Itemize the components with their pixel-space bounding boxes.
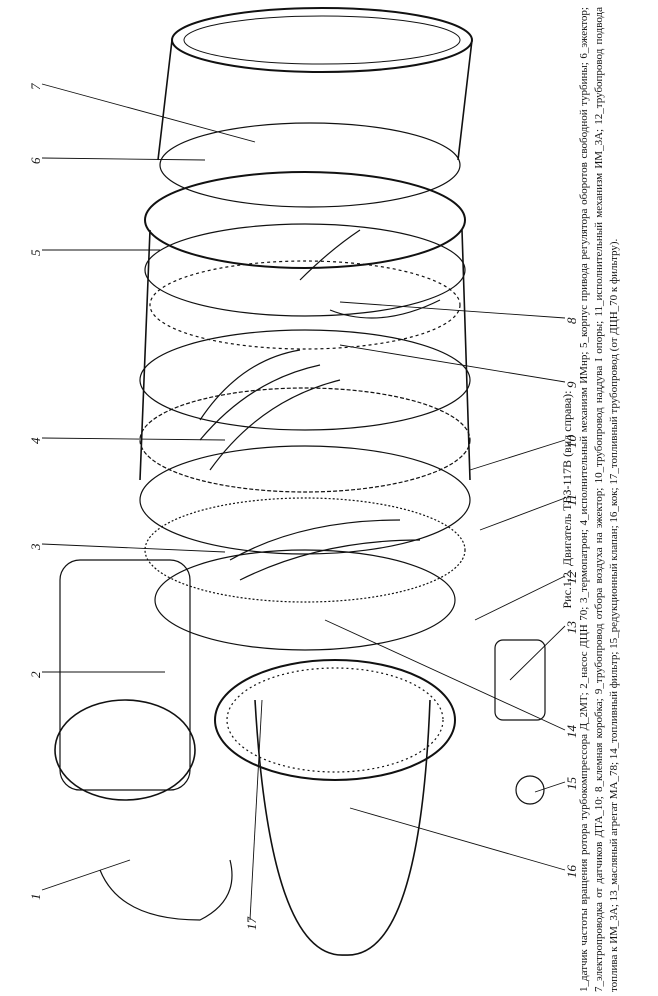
turbine-ring-3	[144, 223, 466, 317]
air-pipes	[299, 229, 441, 319]
figure-caption: Рис.1.2. Двигатель ТВЗ-117В (вид справа)…	[560, 7, 652, 992]
turbine-ring-4	[149, 260, 461, 350]
callout-16: 16	[564, 865, 579, 879]
callout-17: 17	[244, 917, 259, 931]
compressor-ring-1	[139, 445, 471, 555]
leader-6	[41, 157, 206, 161]
gearbox-cover	[54, 699, 196, 801]
leader-16	[349, 807, 566, 871]
callout-11: 11	[564, 494, 579, 506]
combustor-outline	[139, 229, 471, 481]
callout-5: 5	[28, 249, 43, 256]
figure-title: Рис.1.2. Двигатель ТВЗ-117В (вид справа)…	[560, 390, 574, 609]
exhaust-duct	[157, 39, 473, 161]
leader-10	[469, 439, 566, 471]
fuel-pipes	[199, 349, 421, 581]
callout-15: 15	[564, 777, 579, 791]
leader-15	[534, 781, 566, 793]
exhaust-inner-rim	[183, 15, 461, 65]
leader-3	[41, 543, 226, 553]
callout-7: 7	[28, 83, 43, 90]
leader-17	[249, 699, 263, 921]
leader-14	[324, 619, 566, 731]
callout-1: 1	[28, 894, 43, 901]
callout-numbers: 1 2 3 4 5 6 7 8 9 10 11 12 13 14 15 16 1…	[28, 83, 579, 930]
callout-9: 9	[564, 381, 579, 388]
oil-unit-ma78	[494, 639, 546, 721]
callout-2: 2	[28, 671, 43, 678]
callout-14: 14	[564, 725, 579, 739]
callout-4: 4	[28, 437, 43, 444]
compressor-ring-2	[144, 497, 466, 603]
leader-4	[41, 437, 226, 441]
callout-10: 10	[564, 435, 579, 449]
sensor-cable	[99, 859, 233, 921]
leader-9	[339, 344, 566, 383]
callout-12: 12	[564, 571, 579, 585]
engine-illustration	[54, 7, 546, 956]
combustor-ring-2	[139, 387, 471, 493]
callout-13: 13	[564, 621, 579, 635]
compressor-ring-3	[154, 549, 456, 651]
leader-11	[479, 497, 566, 531]
leader-7	[41, 83, 256, 143]
exhaust-outlet	[171, 7, 473, 73]
figure-legend: 1_датчик частоты вращения ротора турбоко…	[578, 7, 620, 992]
callout-6: 6	[28, 157, 43, 164]
callout-3: 3	[28, 543, 43, 551]
callout-leaders	[41, 83, 566, 921]
turbine-ring-2	[144, 171, 466, 269]
inlet-cone	[254, 699, 431, 956]
leader-8	[339, 301, 566, 319]
leader-1	[41, 859, 131, 891]
leader-13	[509, 625, 566, 681]
front-flange	[214, 659, 456, 781]
turbine-ring-1	[159, 122, 461, 208]
front-flange-bolts	[226, 667, 444, 773]
leader-12	[474, 575, 566, 621]
accessory-gearbox	[59, 559, 191, 791]
combustor-ring-1	[139, 329, 471, 431]
reduction-valve	[515, 775, 545, 805]
callout-8: 8	[564, 317, 579, 324]
